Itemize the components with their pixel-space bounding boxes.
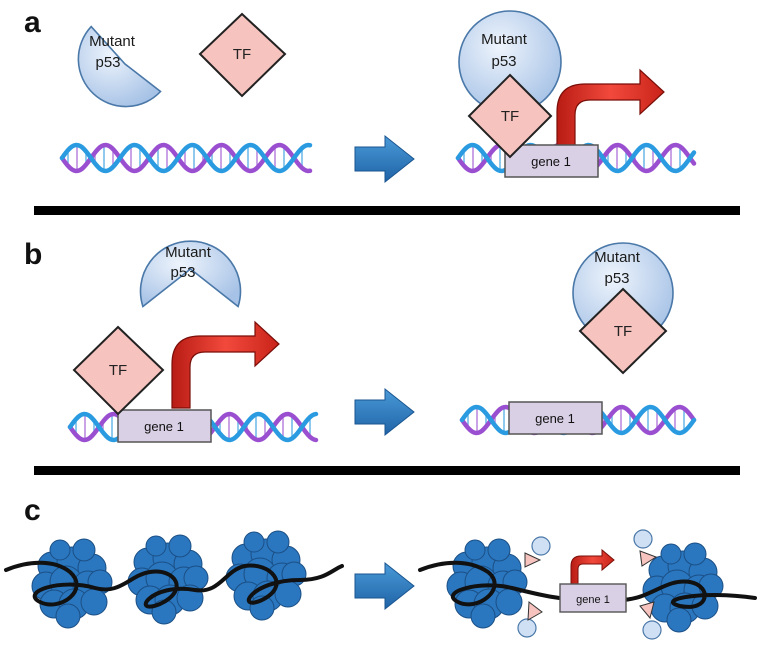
panel-divider — [34, 206, 740, 215]
mini-p53 — [517, 618, 537, 638]
mutant-p53-label-line2: p53 — [491, 53, 516, 70]
tf-bound: TF — [467, 73, 553, 159]
mini-tf — [524, 552, 542, 568]
gene-label: gene 1 — [531, 154, 571, 169]
transcription-arrow — [570, 548, 615, 585]
process-arrow — [354, 387, 415, 437]
mutant-p53-shape — [139, 240, 242, 308]
gene-label: gene 1 — [144, 419, 184, 434]
gene-label: gene 1 — [535, 411, 575, 426]
histone-lobe — [266, 530, 290, 554]
tf-label: TF — [501, 108, 519, 125]
p53-tf-complex — [524, 536, 551, 568]
dna-helix — [59, 142, 313, 174]
histone-lobe — [683, 542, 707, 566]
histone-lobe — [666, 607, 692, 633]
tf-label: TF — [233, 46, 251, 63]
mutant-p53-bound: Mutant p53 — [458, 10, 562, 114]
tf-shape — [198, 12, 287, 98]
histone-lobe — [80, 588, 108, 616]
nucleosome — [31, 538, 113, 629]
histone-lobe — [487, 538, 511, 562]
gene-box: gene 1 — [504, 144, 599, 178]
panel-divider — [34, 466, 740, 475]
p53-tf-complex — [517, 601, 543, 638]
histone-lobe — [55, 603, 81, 629]
histone-lobe — [495, 588, 523, 616]
gene-box: gene 1 — [117, 409, 212, 443]
nucleosome — [127, 534, 209, 625]
tf-shape — [72, 325, 165, 416]
mini-tf — [527, 601, 543, 621]
panel-label-b: b — [24, 238, 42, 271]
mutant-p53-label-line2: p53 — [604, 270, 629, 287]
histone-lobe — [145, 535, 167, 557]
tf-bound: TF — [578, 287, 668, 375]
histone-lobe — [470, 603, 496, 629]
histone-lobe — [464, 539, 486, 561]
mutant-p53-free: Mutant p53 — [139, 240, 242, 308]
mutant-p53-label-line1: Mutant — [481, 31, 528, 48]
p53-tf-complex — [639, 601, 662, 640]
process-arrow — [354, 561, 415, 611]
transcription-arrow — [171, 320, 280, 409]
mini-tf — [639, 550, 658, 567]
gene-box: gene 1 — [559, 583, 627, 613]
mutant-p53-free: Mutant p53 — [77, 25, 162, 108]
histone-lobe — [660, 543, 682, 565]
mini-p53 — [531, 536, 551, 556]
panel-label-a: a — [24, 6, 41, 39]
mutant-p53-label-line1: Mutant — [594, 249, 641, 266]
histone-lobe — [274, 580, 302, 608]
mutant-p53-label-line2: p53 — [170, 264, 195, 281]
gene-box: gene 1 — [508, 401, 603, 435]
dna-strand — [59, 142, 313, 174]
transcription-arrow — [556, 68, 665, 153]
mini-p53 — [633, 529, 653, 549]
histone-lobe — [243, 531, 265, 553]
mutant-p53-shape — [77, 25, 162, 108]
chromatin-fiber — [418, 560, 757, 609]
dna-strand — [59, 142, 313, 174]
histone-lobe — [72, 538, 96, 562]
tf-bound: TF — [72, 325, 165, 416]
mutant-p53-label-line1: Mutant — [165, 244, 212, 261]
histone-lobe — [49, 539, 71, 561]
tf-shape — [467, 73, 553, 159]
panel-label-c: c — [24, 494, 41, 527]
mutant-p53-label-line2: p53 — [95, 54, 120, 71]
nucleosome — [225, 530, 307, 621]
histone-lobe — [168, 534, 192, 558]
mini-p53 — [642, 620, 662, 640]
tf-shape — [578, 287, 668, 375]
process-arrow — [354, 134, 415, 184]
tf-free: TF — [198, 12, 287, 98]
mini-tf — [639, 601, 655, 620]
chromatin-fiber — [4, 560, 344, 609]
p53-tf-complex — [633, 529, 658, 567]
mutant-p53-label-line1: Mutant — [89, 33, 136, 50]
tf-label: TF — [109, 362, 127, 379]
tf-label: TF — [614, 323, 632, 340]
gene-label: gene 1 — [576, 594, 610, 606]
